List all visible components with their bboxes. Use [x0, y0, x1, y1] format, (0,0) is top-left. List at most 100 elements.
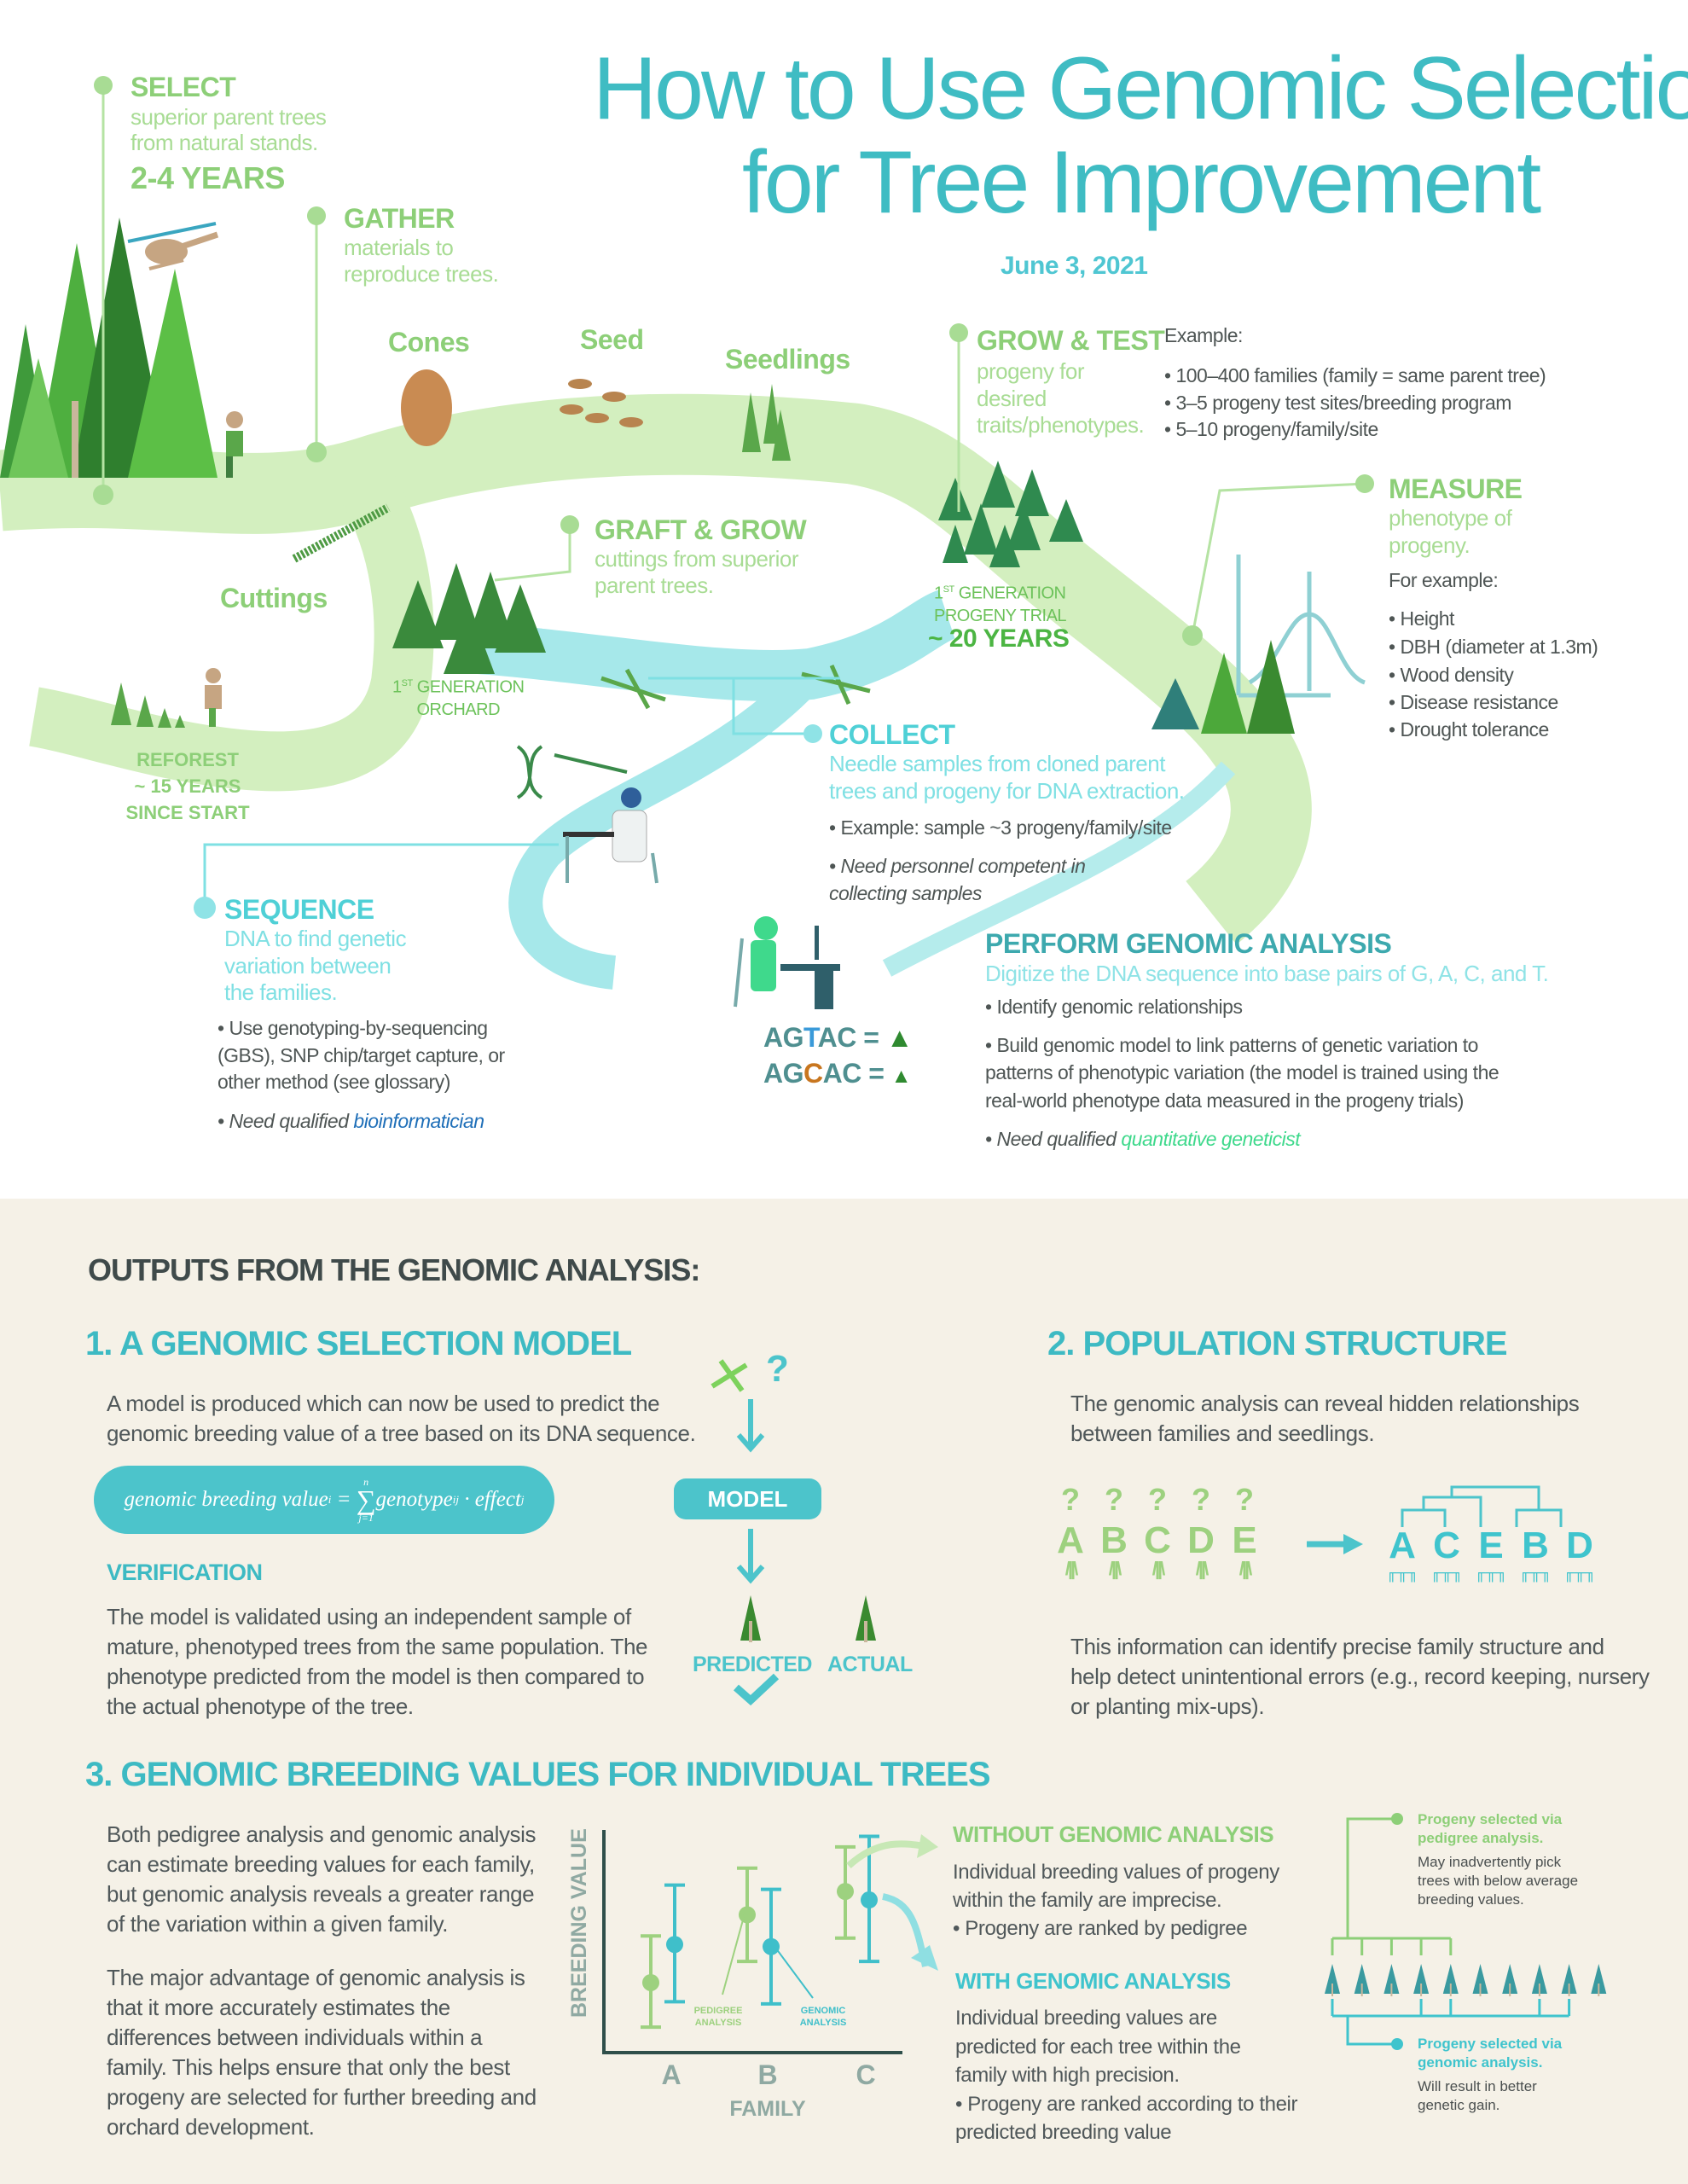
seedlings-lines-icon: /||\: [1195, 1558, 1209, 1579]
actual-label: ACTUAL: [827, 1653, 913, 1676]
question-mark: ?: [1235, 1482, 1254, 1517]
progeny-tree-icon: [1383, 1964, 1400, 1994]
select-line-2: from natural stands.: [131, 130, 318, 155]
reforest-line-3: SINCE START: [125, 802, 250, 823]
note-line: Will result in better: [1418, 2078, 1537, 2094]
data-point: [763, 1937, 780, 1955]
text-line: or planting mix-ups).: [1070, 1693, 1265, 1719]
seedlings-lines-icon: /||\: [1064, 1558, 1079, 1579]
measure-title: MEASURE: [1389, 473, 1523, 504]
river-tail: [882, 761, 1236, 977]
progeny-trial-duration: ~ 20 YEARS: [928, 624, 1070, 653]
note-text: Need personnel competent in: [840, 855, 1086, 877]
progeny-selection-diagram: [1325, 1813, 1607, 2050]
text-line: Individual breeding values are: [955, 2007, 1217, 2030]
text-line: predicted breeding value: [955, 2121, 1172, 2144]
note-line: breeding values.: [1418, 1891, 1524, 1908]
measure-bullet: • DBH (diameter at 1.3m): [1389, 636, 1598, 658]
seq-part: AC: [822, 1058, 862, 1089]
note-text: Need qualified: [996, 1128, 1117, 1150]
tree-icon: ▲: [890, 1065, 912, 1088]
text-line: differences between individuals within a: [107, 2024, 483, 2050]
seq-part: AG: [763, 1022, 804, 1053]
legend-line: PEDIGREE: [694, 2006, 743, 2016]
progeny-tree-icon: [1354, 1964, 1370, 1994]
ordered-family-A: A╓╥╖: [1382, 1527, 1423, 1581]
path-dot: [1182, 625, 1203, 646]
sequence-dot: [194, 897, 216, 919]
bullet-text: DBH (diameter at 1.3m): [1400, 636, 1598, 658]
data-point: [837, 1883, 854, 1901]
outputs-heading: OUTPUTS FROM THE GENOMIC ANALYSIS:: [88, 1252, 700, 1287]
graft-line-1: cuttings from superior: [595, 546, 798, 572]
unknown-family-B: ?B/||\: [1097, 1484, 1131, 1578]
arrow-down-icon: [736, 1529, 765, 1584]
verification-text: The model is validated using an independ…: [107, 1602, 647, 1722]
ordinal-number: 1: [934, 584, 943, 603]
reforest-trees-icon: [111, 682, 185, 728]
seq-variant: C: [803, 1058, 823, 1089]
bullet-text: 3–5 progeny test sites/breeding program: [1175, 392, 1511, 414]
family-letter: A: [1057, 1519, 1084, 1561]
grow-test-bullet: • 3–5 progeny test sites/breeding progra…: [1164, 392, 1511, 414]
note-title: pedigree analysis.: [1418, 1830, 1544, 1846]
text-line: The genomic analysis can reveal hidden r…: [1070, 1391, 1580, 1416]
measure-bullet: • Disease resistance: [1389, 691, 1558, 713]
ordered-family-B: B╓╥╖: [1515, 1527, 1556, 1581]
progeny-tree-icon: [1472, 1964, 1488, 1994]
needle-sample-icon: [600, 664, 871, 710]
measure-dot: [1355, 474, 1374, 493]
measure-bullet: • Drought tolerance: [1389, 718, 1549, 741]
progeny-tree-icon: [1502, 1964, 1518, 1994]
text-line: within the family are imprecise.: [953, 1889, 1222, 1912]
river-upper: [475, 590, 957, 702]
ordered-family-D: D╓╥╖: [1559, 1527, 1600, 1581]
data-point: [666, 1936, 683, 1954]
arrow-head: [911, 1945, 938, 1971]
model-description: A model is produced which can now be use…: [107, 1389, 696, 1449]
graft-title: GRAFT & GROW: [595, 514, 807, 545]
note-title: Progeny selected via: [1418, 2036, 1563, 2052]
question-mark: ?: [1105, 1482, 1123, 1517]
text-line: family with high precision.: [955, 2064, 1180, 2087]
ordered-family-E: E╓╥╖: [1470, 1527, 1511, 1581]
formula-lhs: genomic breeding value: [124, 1488, 328, 1511]
model-box: MODEL: [674, 1478, 821, 1519]
note-line: trees with below average: [1418, 1873, 1579, 1889]
collect-bullet: • Example: sample ~3 progeny/family/site: [829, 816, 1172, 839]
graft-dot: [560, 515, 579, 534]
sequence-note: • Need qualified bioinformatician: [218, 1110, 484, 1132]
text-line: phenotype predicted from the model is th…: [107, 1664, 645, 1689]
ordered-families: A╓╥╖C╓╥╖E╓╥╖B╓╥╖D╓╥╖: [1382, 1527, 1604, 1612]
bullet-text: Drought tolerance: [1400, 718, 1549, 741]
select-duration: 2-4 YEARS: [131, 160, 285, 195]
formula-sub: ij: [452, 1493, 460, 1506]
seed-label: Seed: [580, 324, 644, 355]
x-axis-label: FAMILY: [729, 2097, 806, 2121]
breeding-para-2: The major advantage of genomic analysis …: [107, 1963, 537, 2142]
predicted-label: PREDICTED: [693, 1653, 812, 1676]
ordinal-number: 1: [392, 677, 402, 697]
ordered-family-C: C╓╥╖: [1426, 1527, 1467, 1581]
sum-symbol: n∑j=1: [356, 1476, 376, 1524]
text-line: The major advantage of genomic analysis …: [107, 1965, 525, 1990]
progeny-tree-icon: [1561, 1964, 1577, 1994]
helicopter-icon: [127, 222, 219, 270]
text-line: between families and seedlings.: [1070, 1420, 1375, 1446]
predicted-tree-icon: [740, 1595, 761, 1642]
unknown-family-E: ?E/||\: [1227, 1484, 1262, 1578]
unknown-family-C: ?C/||\: [1140, 1484, 1175, 1578]
collect-line-2: trees and progeny for DNA extraction.: [829, 778, 1185, 804]
genomic-pointer: [770, 1941, 814, 1999]
trial-line-1: GENERATION: [958, 584, 1066, 603]
question-mark: ?: [1148, 1482, 1167, 1517]
text-line: can estimate breeding values for each fa…: [107, 1851, 535, 1877]
legend-line: GENOMIC: [801, 2006, 846, 2016]
measure-trees-icon: [1151, 640, 1295, 734]
lab-technician-icon: [563, 787, 658, 884]
bullet-text: Example: sample ~3 progeny/family/site: [840, 816, 1172, 839]
sum-lower: j=1: [358, 1512, 374, 1524]
equals-sign: =: [331, 1488, 357, 1511]
bullet-text: Wood density: [1400, 664, 1514, 686]
